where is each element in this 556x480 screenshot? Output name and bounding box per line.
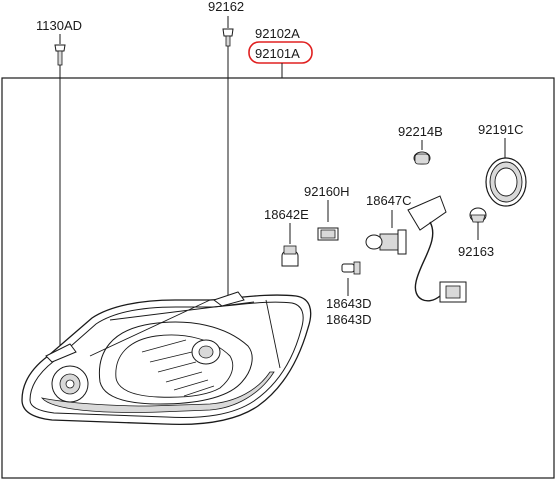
socket-92160H-icon: [317, 200, 339, 241]
label-18642E[interactable]: 18642E: [264, 207, 309, 222]
label-18643D-a[interactable]: 18643D: [326, 296, 372, 311]
label-92160H[interactable]: 92160H: [304, 184, 350, 199]
label-18643D-b[interactable]: 18643D: [326, 312, 372, 327]
bulb-92214B-icon: [413, 140, 431, 165]
label-18647C[interactable]: 18647C: [366, 193, 412, 208]
bulb-18647C-icon: [365, 195, 467, 303]
assembly-frame: [1, 77, 555, 479]
cap-92163-icon: [469, 207, 487, 240]
label-92163[interactable]: 92163: [458, 244, 494, 259]
screw-92162-icon: [222, 16, 234, 296]
label-92214B[interactable]: 92214B: [398, 124, 443, 139]
bolt-1130AD-icon: [54, 34, 66, 350]
label-92162[interactable]: 92162: [208, 0, 244, 14]
highlight-92101A: [248, 41, 313, 64]
label-92191C[interactable]: 92191C: [478, 122, 524, 137]
label-1130AD[interactable]: 1130AD: [36, 18, 82, 33]
dust-cap-92191C-icon: [485, 138, 527, 207]
bulb-18643D-icon: [341, 261, 361, 296]
bulb-18642E-icon: [281, 223, 299, 267]
headlamp-housing: [21, 291, 312, 426]
label-92102A[interactable]: 92102A: [255, 26, 300, 41]
label-92101A[interactable]: 92101A: [255, 46, 300, 61]
